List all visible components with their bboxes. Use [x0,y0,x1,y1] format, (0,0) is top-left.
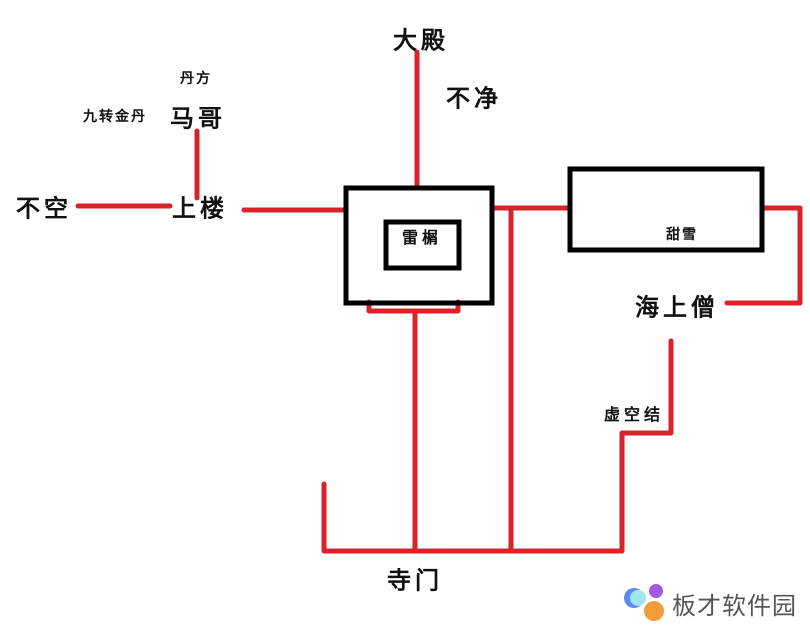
label-dadian: 大殿 [393,25,449,55]
label-mage: 马哥 [170,103,226,133]
label-xukongjie: 虚空结 [603,405,665,424]
path-xukongjie [619,338,674,554]
label-bujing: 不净 [446,83,502,113]
label-leixie: 雷榍 [401,228,443,247]
watermark: 板才软件园 [622,582,797,624]
label-shanglou: 上楼 [172,193,228,223]
label-jiuzhuan: 九转金丹 [83,109,147,125]
leixie-room [383,219,462,271]
label-haishangseng: 海上僧 [635,292,719,322]
temple-room [343,185,495,306]
label-danfang: 丹方 [180,71,212,87]
watermark-text: 板才软件园 [672,591,797,620]
path-bottom [321,481,624,554]
label-tianxue: 甜雪 [666,227,698,243]
watermark-logo-icon [624,584,664,621]
label-bukong: 不空 [16,193,72,223]
path-haishangseng [724,205,803,306]
tianxue-room [567,166,765,253]
label-simen: 寺门 [387,565,443,595]
